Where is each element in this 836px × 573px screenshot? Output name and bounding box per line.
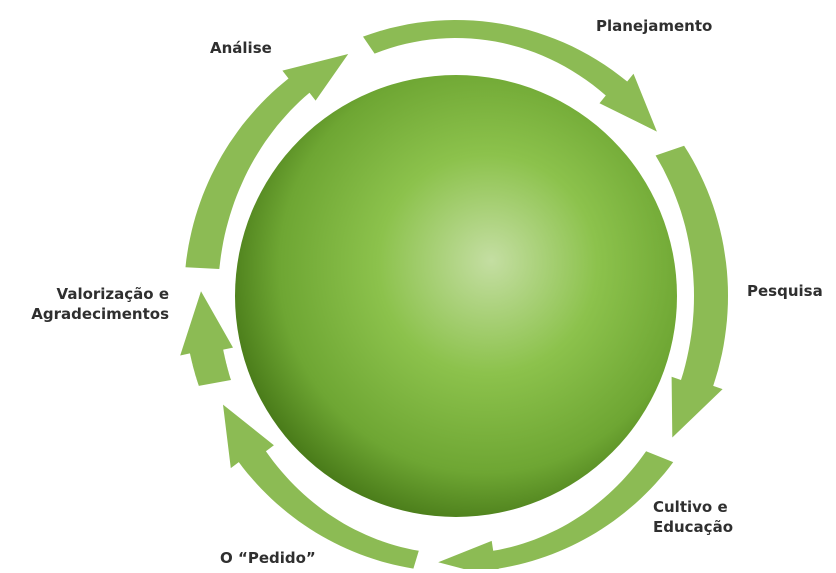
- stage-label-planejamento: Planejamento: [596, 17, 713, 35]
- arrow-analise: [185, 54, 349, 269]
- stage-label-valorizacao-agradecimentos: Valorização e Agradecimentos: [31, 285, 169, 323]
- cycle-arrows: [180, 20, 728, 573]
- arrow-pedido: [223, 404, 419, 569]
- arrow-pesquisa: [655, 145, 728, 438]
- stage-label-pesquisa: Pesquisa: [747, 282, 823, 300]
- stage-label-cultivo-educacao: Cultivo e Educação: [653, 498, 733, 536]
- arrow-cultivo: [438, 451, 674, 573]
- arrow-valorizacao: [180, 291, 233, 386]
- stage-label-analise: Análise: [210, 39, 272, 57]
- center-sphere: [235, 75, 677, 517]
- stage-label-pedido: O “Pedido”: [220, 549, 316, 567]
- arrow-planejamento: [363, 20, 657, 132]
